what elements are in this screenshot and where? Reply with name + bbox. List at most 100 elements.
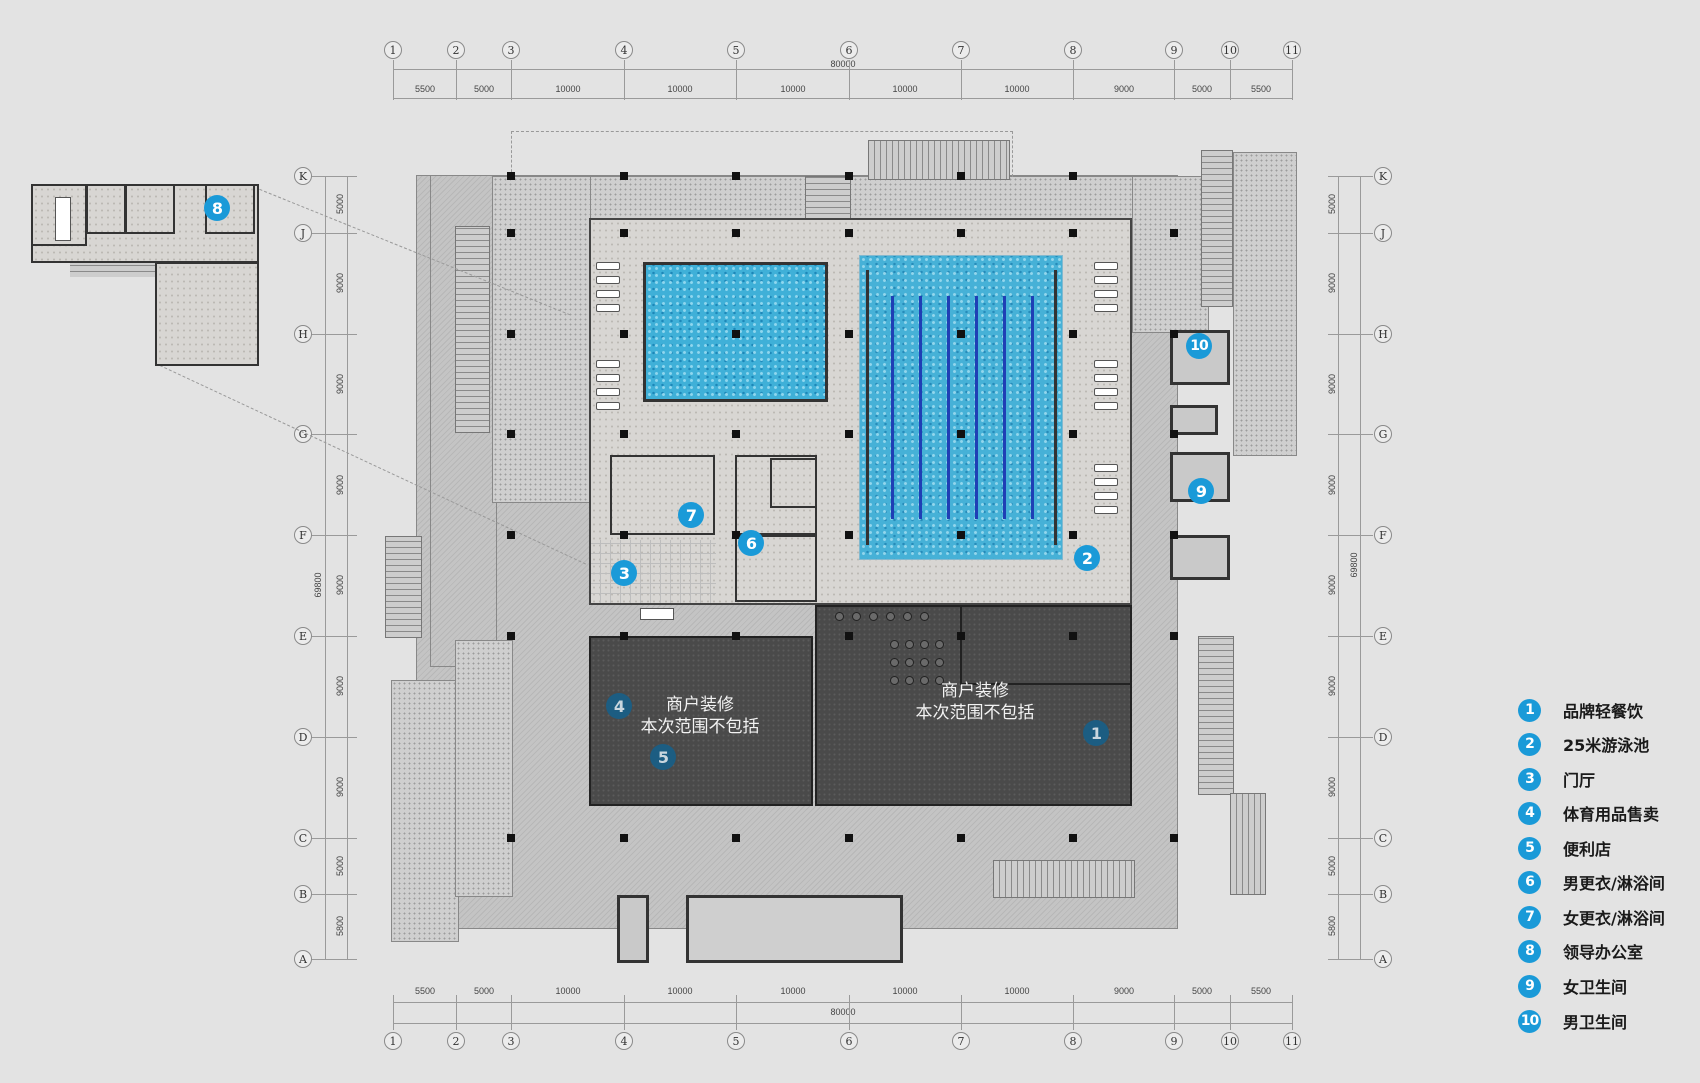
legend-label: 领导办公室 — [1563, 943, 1644, 962]
structural-column — [507, 172, 515, 180]
grid-column-label-top: 1 — [384, 41, 402, 59]
right-total-dimension: 69800 — [1349, 552, 1359, 578]
left-dim-K-J: 5000 — [335, 193, 345, 215]
location-marker-4: 4 — [606, 693, 632, 719]
dining-table — [935, 640, 944, 649]
bottom-dim-1-2: 5500 — [414, 986, 436, 996]
grid-column-label-top: 6 — [840, 41, 858, 59]
lane-line-5 — [1003, 296, 1006, 519]
structural-column — [507, 531, 515, 539]
structural-column — [957, 229, 965, 237]
structural-column — [1170, 330, 1178, 338]
dining-table — [905, 658, 914, 667]
grid-row-label-left: G — [294, 425, 312, 443]
top-dim-4-5: 10000 — [667, 84, 693, 94]
bench — [596, 402, 620, 410]
grid-row-label-right: K — [1374, 167, 1392, 185]
right-dim-H-G: 9000 — [1327, 373, 1337, 395]
grid-column-label-bottom: 1 — [384, 1032, 402, 1050]
grid-row-label-left: C — [294, 829, 312, 847]
grid-row-line — [312, 233, 357, 234]
bench — [596, 262, 620, 270]
left-dim-D-C: 9000 — [335, 776, 345, 798]
structural-column — [957, 172, 965, 180]
grid-column-line — [1174, 60, 1175, 100]
bench — [1094, 304, 1118, 312]
right-dim-E-D: 9000 — [1327, 675, 1337, 697]
location-marker-2: 2 — [1074, 545, 1100, 571]
right-dim-J-H: 9000 — [1327, 272, 1337, 294]
grid-column-line — [1230, 995, 1231, 1030]
reception-desk — [640, 608, 674, 620]
legend-number-badge: 2 — [1518, 732, 1541, 756]
grid-column-label-bottom: 4 — [615, 1032, 633, 1050]
dining-table — [890, 676, 899, 685]
structural-column — [620, 531, 628, 539]
grid-row-label-right: C — [1374, 829, 1392, 847]
bench — [1094, 276, 1118, 284]
bench — [1094, 262, 1118, 270]
right-dim-K-J: 5000 — [1327, 193, 1337, 215]
grid-row-label-right: B — [1374, 885, 1392, 903]
structural-column — [1069, 531, 1077, 539]
grid-column-line — [961, 60, 962, 100]
grid-row-label-left: D — [294, 728, 312, 746]
grid-row-label-right: J — [1374, 224, 1392, 242]
grid-column-line — [624, 995, 625, 1030]
grid-column-line — [511, 60, 512, 100]
grid-column-label-top: 3 — [502, 41, 520, 59]
grid-row-line — [1328, 959, 1373, 960]
northeast-sunken-plaza — [1132, 176, 1209, 333]
dining-table — [935, 676, 944, 685]
location-marker-9: 9 — [1188, 478, 1214, 504]
tenant-fitout-note-left: 商户装修 本次范围不包括 — [615, 694, 785, 738]
bottom-total-dimension: 80000 — [830, 1007, 856, 1017]
bottom-dim-9-10: 5000 — [1191, 986, 1213, 996]
structural-column — [1069, 430, 1077, 438]
ne-vehicle-ramp — [1233, 152, 1297, 456]
lane-line-4 — [975, 296, 978, 519]
structural-column — [732, 531, 740, 539]
bench — [596, 388, 620, 396]
top-dim-1-2: 5500 — [414, 84, 436, 94]
grid-column-line — [1073, 60, 1074, 100]
bottom-total-dim-line — [393, 1023, 1292, 1024]
dining-table — [905, 640, 914, 649]
east-stair — [1198, 636, 1234, 795]
bottom-dim-6-7: 10000 — [892, 986, 918, 996]
location-marker-10: 10 — [1186, 333, 1212, 359]
meeting-room-small — [86, 184, 126, 234]
dining-table — [920, 640, 929, 649]
grid-column-line — [1230, 60, 1231, 100]
dining-table — [886, 612, 895, 621]
grid-row-label-right: A — [1374, 950, 1392, 968]
grid-row-label-left: B — [294, 885, 312, 903]
bottom-dim-3-4: 10000 — [555, 986, 581, 996]
grid-row-line — [312, 737, 357, 738]
note-line-1: 商户装修 — [666, 695, 734, 715]
location-marker-5: 5 — [650, 744, 676, 770]
legend-number-badge: 1 — [1518, 698, 1541, 722]
top-dim-6-7: 10000 — [892, 84, 918, 94]
structural-column — [732, 834, 740, 842]
bench — [1094, 506, 1118, 514]
structural-column — [1069, 834, 1077, 842]
grid-column-label-top: 4 — [615, 41, 633, 59]
grid-row-line — [312, 334, 357, 335]
lap-pool-edge-right — [1054, 270, 1057, 545]
ne-stair — [1201, 150, 1233, 307]
top-dim-3-4: 10000 — [555, 84, 581, 94]
left-dim-E-D: 9000 — [335, 675, 345, 697]
bench — [596, 304, 620, 312]
east-elevator-core — [1170, 535, 1230, 580]
structural-column — [1170, 632, 1178, 640]
grid-column-label-bottom: 7 — [952, 1032, 970, 1050]
structural-column — [620, 330, 628, 338]
grid-column-line — [624, 60, 625, 100]
bottom-dim-4-5: 10000 — [667, 986, 693, 996]
grid-row-line — [1328, 894, 1373, 895]
bench — [596, 276, 620, 284]
